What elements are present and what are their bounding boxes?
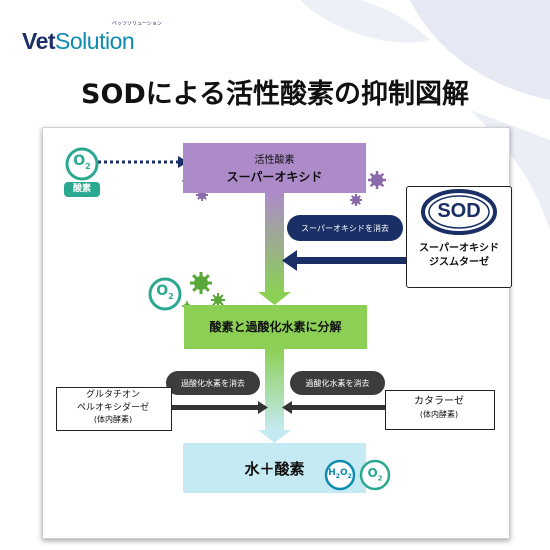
o2-icon [65,147,99,181]
left-enzyme-arrow-line [170,405,258,410]
left-enzyme-arrow-head [258,401,268,414]
flow-bar-lower [265,349,284,431]
logo-vet-text: Vet [22,28,56,54]
sod-name: スーパーオキシド ジスムターゼ [406,242,512,270]
o2-result-icon [359,459,391,491]
catalase-box [385,390,495,430]
sod-name-line2: ジスムターゼ [429,257,489,268]
o2-float-text: O2 [156,283,174,301]
catalase-line2: (体内酵素) [419,410,459,419]
gpx-line2: ペルオキシダーゼ [76,402,149,413]
h2o2-text: H2O2 [328,468,352,480]
flow-arrowhead-lower [258,430,291,443]
logo-wordmark: VetSolution [22,28,135,55]
page-title: SODによる活性酸素の抑制図解 [81,79,469,110]
logo-solution-text: Solution [55,28,135,54]
sod-logo-icon [421,189,497,235]
gpx-line1: グルタチオン [85,390,140,400]
sod-logo-text: SOD [437,200,481,222]
sod-arrow-line [296,257,418,264]
gpx-line3: (体内酵素) [93,415,133,424]
left-remove-pill: 過酸化水素を消去 [166,371,260,395]
right-remove-pill: 過酸化水素を消去 [290,371,385,395]
sod-arrow-head [282,250,297,271]
gpx-text: グルタチオン ペルオキシダーゼ (体内酵素) [56,389,170,427]
decompose-box: 酸素と過酸化水素に分解 [184,305,367,349]
flow-bar-upper [265,193,284,293]
sod-remove-pill: スーパーオキシドを消去 [287,215,403,241]
superoxide-line1: 活性酸素 [254,155,295,166]
right-enzyme-arrow-head [282,401,292,414]
h2o2-icon [324,459,356,491]
logo-kana-text: ベッツソリューション [112,21,162,27]
gpx-box [56,387,172,431]
result-text: 水＋酸素 [244,460,305,478]
superoxide-line2: スーパーオキシド [226,170,323,184]
sod-name-line1: スーパーオキシド [419,243,499,254]
oxygen-label: 酸素 [64,182,100,197]
flow-arrowhead-upper [258,292,291,305]
catalase-text: カタラーゼ (体内酵素) [385,395,493,421]
right-enzyme-arrow-line [292,405,385,410]
superoxide-box: 活性酸素 スーパーオキシド [183,143,366,193]
catalase-line1: カタラーゼ [414,396,464,407]
o2-icon-text: O2 [73,153,91,171]
o2-result-text: O2 [367,466,383,483]
o2-float-icon [148,277,182,311]
